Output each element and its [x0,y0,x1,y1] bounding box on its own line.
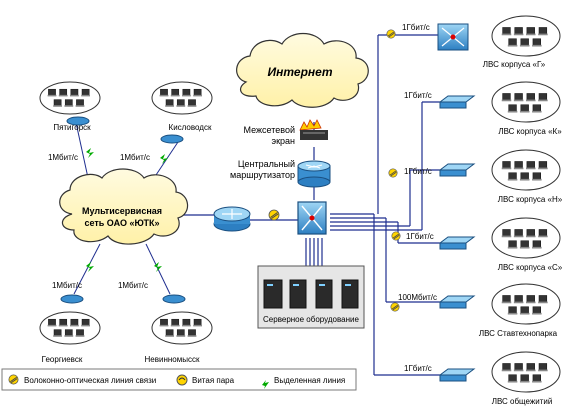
core-router-label-2: маршрутизатор [230,170,295,180]
internet-label: Интернет [268,65,333,79]
lan-name-k: ЛВС корпуса «К» [498,127,562,136]
site-speed-nevinnomyssk: 1Мбит/с [118,281,148,290]
site-name-nevinnomyssk: Невинномысск [145,355,200,364]
core-router-label-1: Центральный [238,159,295,169]
lan-speed-dormitories: 1Гбит/с [404,364,432,373]
lan-speed-stavtechnopark: 100Мбит/с [398,293,437,302]
lan-dormitories: ЛВС общежитий 1Гбит/с [404,351,561,406]
multiservice-cloud: Мультисервисная сеть ОАО «ЮТК» [59,168,189,245]
legend-twisted: Витая пара [192,376,235,385]
site-name-pyatigorsk: Пятигорск [53,123,91,132]
internet-cloud: Интернет [236,32,369,108]
site-name-kislovodsk: Кисловодск [169,123,212,132]
remote-site-kislovodsk: Кисловодск 1Мбит/с [120,81,213,162]
lan-corpus-n: ЛВС корпуса «Н» 1Гбит/с [388,149,563,204]
lan-speed-k: 1Гбит/с [404,91,432,100]
lan-speed-g: 1Гбит/с [402,23,430,32]
multiservice-label-1: Мультисервисная [82,206,162,216]
remote-routers [60,116,186,304]
lan-name-dormitories: ЛВС общежитий [492,397,553,406]
core-switch-icon [297,201,327,235]
lan-corpus-g: ЛВС корпуса «Г» 1Гбит/с [386,15,561,69]
remote-site-pyatigorsk: Пятигорск 1Мбит/с [39,81,101,162]
lan-corpus-s: ЛВС корпуса «С» 1Гбит/с [391,217,563,272]
legend-fiber: Волоконно-оптическая линия связи [24,376,156,385]
lan-corpus-k: ЛВС корпуса «К» 1Гбит/с [404,81,562,136]
lan-speed-n: 1Гбит/с [404,167,432,176]
site-speed-georgievsk: 1Мбит/с [52,281,82,290]
lan-name-s: ЛВС корпуса «С» [498,263,563,272]
lan-name-n: ЛВС корпуса «Н» [498,195,563,204]
lan-speed-s: 1Гбит/с [406,232,434,241]
firewall-label-2: экран [271,136,295,146]
fiber-legend-icon [8,374,19,385]
server-caption: Серверное оборудование [263,315,359,324]
site-speed-kislovodsk: 1Мбит/с [120,153,150,162]
leased-line-legend-icon [262,380,269,389]
server-block: Серверное оборудование [257,265,365,329]
leased-line-markers [86,148,168,272]
twisted-pair-legend-icon [176,374,188,386]
legend-leased: Выделенная линия [274,376,345,385]
remote-site-nevinnomyssk: Невинномысск 1Мбит/с [118,281,213,364]
remote-site-georgievsk: Георгиевск 1Мбит/с [39,281,101,364]
lan-name-stavtechnopark: ЛВС Ставтехнопарка [479,329,558,338]
multiservice-label-2: сеть ОАО «ЮТК» [84,218,159,228]
lan-stavtechnopark: ЛВС Ставтехнопарка 100Мбит/с [390,283,561,338]
firewall-label-1: Межсетевой [244,125,295,135]
edge-router-icon [213,206,251,232]
site-name-georgievsk: Георгиевск [42,355,83,364]
lan-name-g: ЛВС корпуса «Г» [483,60,546,69]
legend: Волоконно-оптическая линия связи Витая п… [1,368,357,391]
core-router-icon [297,160,331,188]
firewall-icon [299,119,328,140]
fiber-marker-core [268,209,280,221]
site-speed-pyatigorsk: 1Мбит/с [48,153,78,162]
